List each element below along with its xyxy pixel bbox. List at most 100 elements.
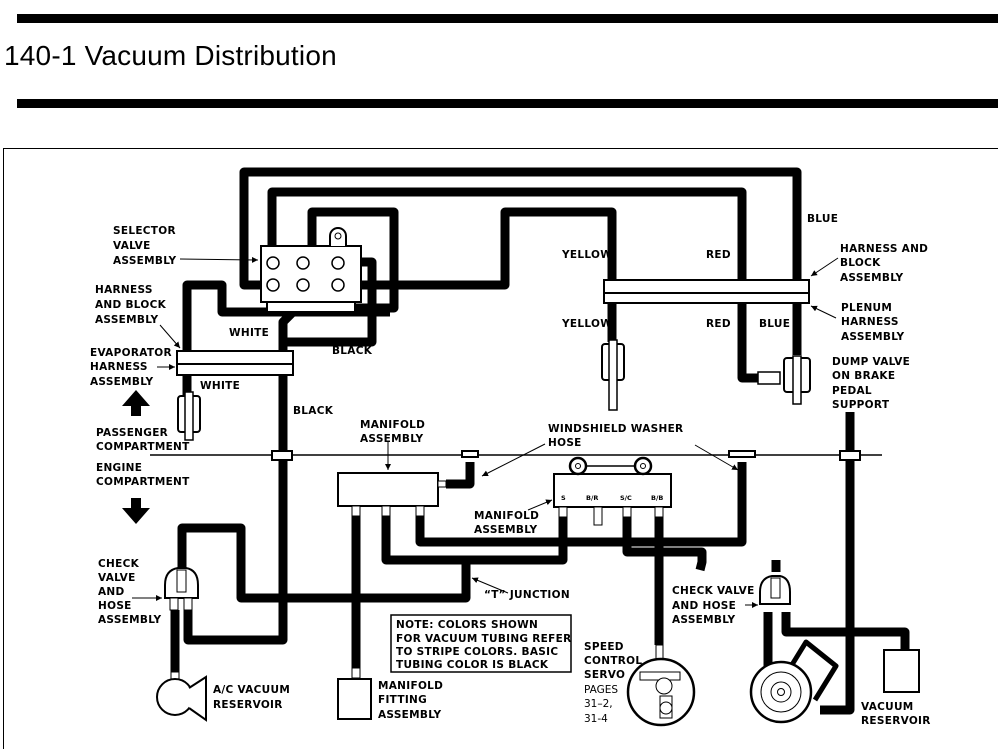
label-check-valve-left: VALVE (98, 572, 136, 584)
check-valve-right (759, 575, 791, 605)
label-dump-valve: SUPPORT (832, 399, 890, 411)
label-evaporator-harness: EVAPORATOR (90, 347, 172, 359)
label-manifold-assembly-top: MANIFOLD (360, 419, 425, 431)
tube-color-label: YELLOW (561, 318, 612, 330)
label-windshield-washer-hose: HOSE (548, 437, 582, 449)
label-ac-vacuum-reservoir: A/C VACUUM (213, 684, 290, 696)
label-plenum-harness: PLENUM (841, 302, 892, 314)
tube-color-label: BLUE (807, 213, 838, 225)
label-selector-valve: VALVE (113, 240, 151, 252)
label-speed-control-servo: CONTROL (584, 655, 642, 667)
label-check-valve-left: HOSE (98, 600, 132, 612)
label-engine-compartment: ENGINE (96, 462, 142, 474)
label-engine-compartment: COMPARTMENT (96, 476, 190, 488)
label-speed-control-servo: SERVO (584, 669, 625, 681)
label-check-valve-left: AND (98, 586, 125, 598)
label-check-valve-left: CHECK (98, 558, 140, 570)
arrow-up-icon (122, 390, 150, 416)
diagram-frame (3, 148, 998, 749)
manifold-assembly-right (553, 456, 672, 526)
label-harness-block-left: AND BLOCK (95, 299, 167, 311)
grommet (839, 450, 861, 461)
tube-check-left-top (177, 523, 471, 603)
tube-color-label: BLACK (332, 345, 373, 357)
port-label: S/C (620, 494, 632, 502)
note-line: TUBING COLOR IS BLACK (396, 659, 549, 671)
tube-color-label: RED (706, 249, 731, 261)
label-passenger-compartment: PASSENGER (96, 427, 168, 439)
tube-washer (446, 462, 475, 489)
label-harness-block-right: BLOCK (840, 257, 881, 269)
tube-color-label: BLACK (293, 405, 334, 417)
leader-lines (132, 256, 839, 608)
label-harness-block-right: ASSEMBLY (840, 272, 904, 284)
tube-black-loop (278, 207, 399, 350)
label-check-valve-right: AND HOSE (672, 600, 736, 612)
grommet (728, 450, 756, 458)
label-dump-valve: ON BRAKE (832, 370, 895, 382)
label-manifold-fitting: ASSEMBLY (378, 709, 442, 721)
label-passenger-compartment: COMPARTMENT (96, 441, 190, 453)
label-manifold-fitting: MANIFOLD (378, 680, 443, 692)
note-line: TO STRIPE COLORS. BASIC (396, 646, 558, 658)
label-t-junction: “T” JUNCTION (484, 589, 570, 601)
page-title: 140-1 Vacuum Distribution (4, 40, 337, 71)
tube-check-right-b (781, 612, 910, 650)
tube-color-label: WHITE (229, 327, 269, 339)
label-vacuum-reservoir: RESERVOIR (861, 715, 931, 727)
port-label: B/R (586, 494, 598, 502)
tube-dump-vertical (820, 412, 855, 715)
evaporator-valve (177, 391, 201, 441)
port-label: S (561, 494, 566, 502)
selector-valve (260, 227, 362, 313)
label-manifold-fitting: FITTING (378, 694, 427, 706)
ac-vacuum-reservoir (156, 671, 207, 722)
label-manifold-assembly-top: ASSEMBLY (360, 433, 424, 445)
tube-manifold-third (415, 462, 747, 547)
speed-control-servo (626, 644, 696, 727)
label-servo-pages: 31–2, (584, 698, 613, 710)
tube-color-label: RED (706, 318, 731, 330)
label-plenum-harness: ASSEMBLY (841, 331, 905, 343)
label-speed-control-servo: SPEED (584, 641, 624, 653)
tube-blue-loop (239, 167, 802, 290)
tube-color-labels: WHITE WHITE BLACK BLACK YELLOW YELLOW RE… (200, 213, 838, 417)
tube-yellow-loop (346, 207, 617, 290)
arrow-down-icon (122, 498, 150, 524)
note-line: FOR VACUUM TUBING REFER (396, 633, 572, 645)
top-rule (17, 14, 998, 23)
manifold-fitting-assembly (337, 667, 372, 720)
label-windshield-washer-hose: WINDSHIELD WASHER (548, 423, 683, 435)
grommet (271, 450, 293, 461)
component-labels: SELECTOR VALVE ASSEMBLY HARNESS AND BLOC… (90, 225, 931, 727)
label-harness-block-left: HARNESS (95, 284, 153, 296)
bottom-rule (17, 99, 998, 108)
label-dump-valve: PEDAL (832, 385, 872, 397)
note-text: NOTE: COLORS SHOWN FOR VACUUM TUBING REF… (396, 619, 572, 671)
label-evaporator-harness: HARNESS (90, 361, 148, 373)
label-check-valve-left: ASSEMBLY (98, 614, 162, 626)
label-servo-pages: PAGES (584, 684, 618, 696)
note-line: NOTE: COLORS SHOWN (396, 619, 538, 631)
tube-color-label: WHITE (200, 380, 240, 392)
manifold-assembly-left (337, 472, 447, 517)
evaporator-harness-block (176, 350, 294, 376)
label-servo-pages: 31-4 (584, 713, 608, 725)
label-selector-valve: SELECTOR (113, 225, 176, 237)
label-manifold-assembly-right: MANIFOLD (474, 510, 539, 522)
tube-black-vertical (183, 375, 288, 645)
dump-valve (757, 355, 811, 405)
vacuum-reservoir (883, 649, 920, 693)
tube-color-label: BLUE (759, 318, 790, 330)
brake-booster (749, 639, 839, 724)
port-label: B/B (651, 494, 663, 502)
label-vacuum-reservoir: VACUUM (861, 701, 914, 713)
tube-red-lower (737, 302, 758, 383)
label-harness-block-left: ASSEMBLY (95, 314, 159, 326)
tube-color-label: YELLOW (561, 249, 612, 261)
tube-red-loop (267, 187, 747, 280)
check-valve-left (164, 567, 199, 611)
label-check-valve-right: ASSEMBLY (672, 614, 736, 626)
note-box (390, 614, 572, 673)
